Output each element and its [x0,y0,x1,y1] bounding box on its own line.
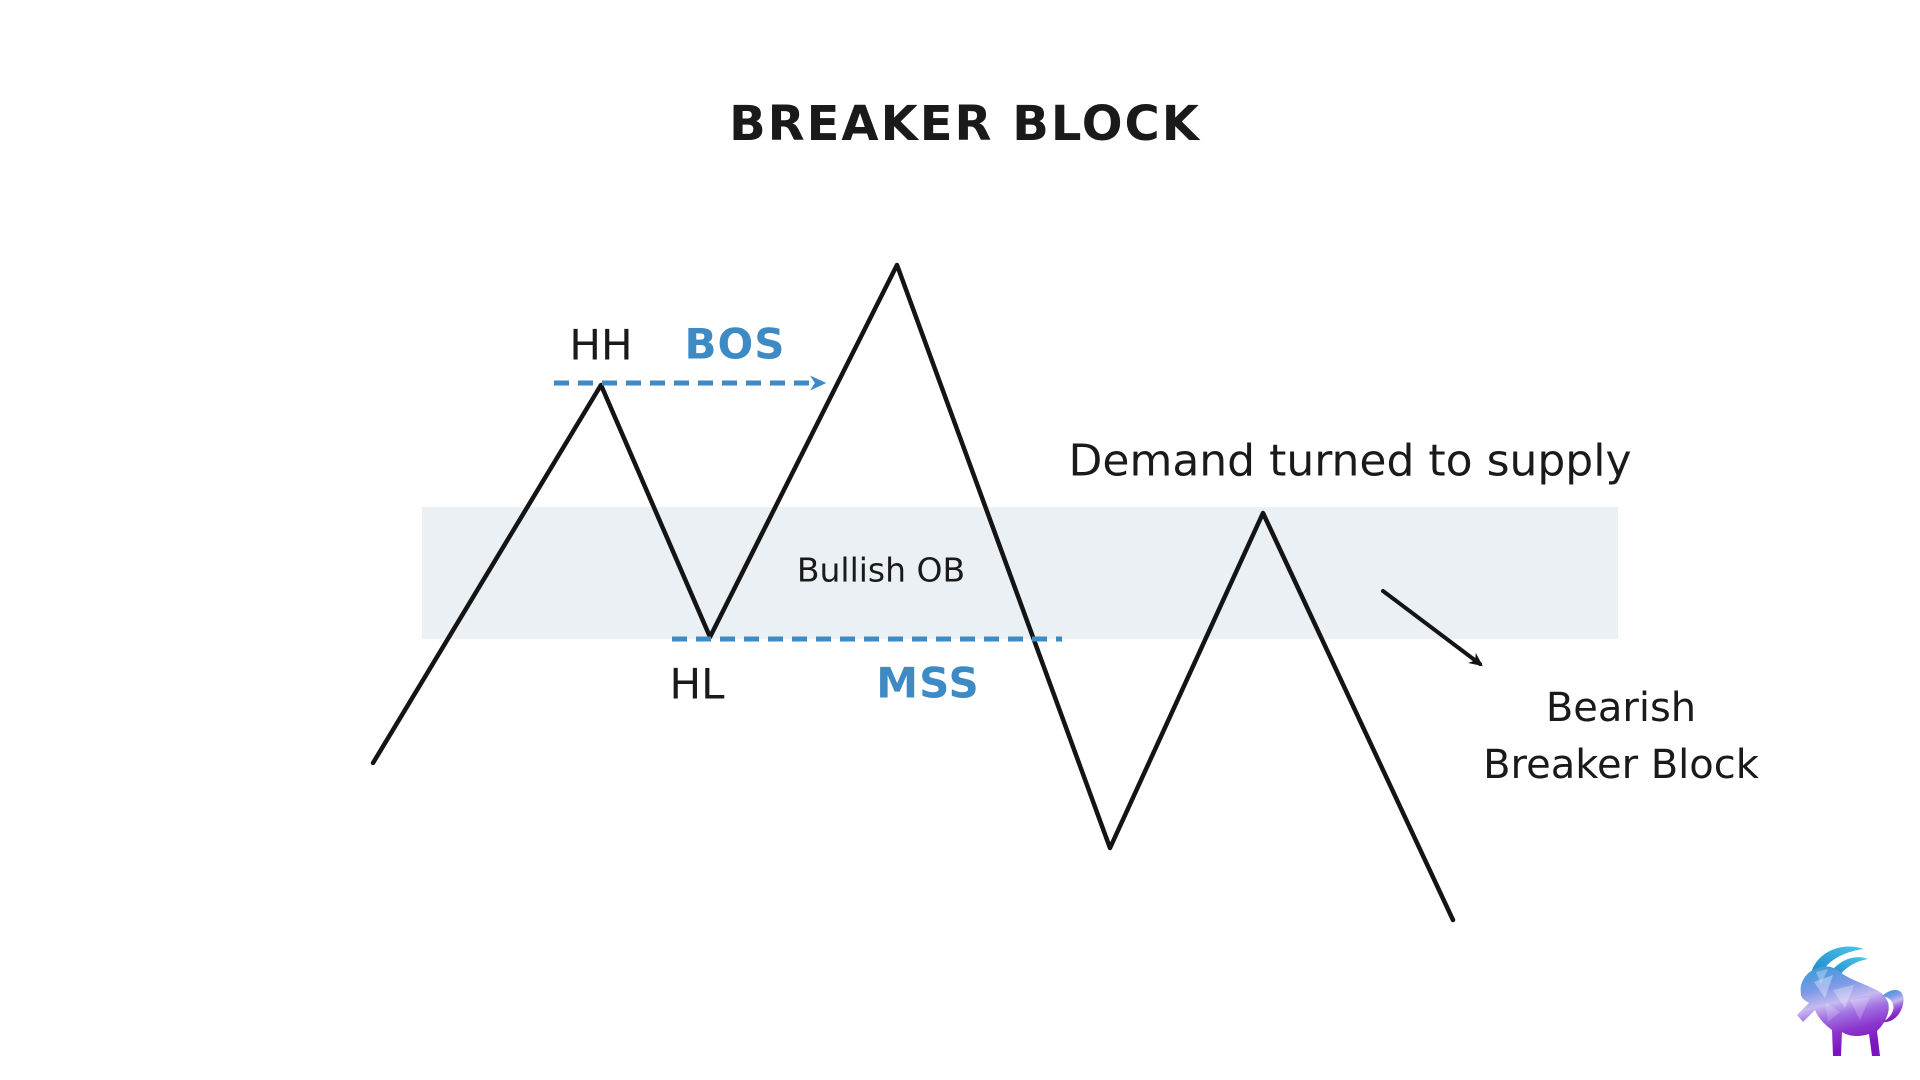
bos-label: BOS [684,319,786,369]
bull-tail [1882,989,1904,1023]
price-path [370,262,1456,923]
hh-label: HH [569,320,633,370]
bullish-ob-label: Bullish OB [796,550,966,590]
breaker-annotation-arrow [1381,589,1483,667]
demand-turned-to-supply-note: Demand turned to supply [1068,435,1632,487]
diagram-title: BREAKER BLOCK [729,96,1201,152]
bull-body [1797,966,1889,1056]
mss-label: MSS [876,658,980,708]
order-block-band [422,507,1618,639]
hl-label: HL [669,659,725,709]
bull-logo [1797,946,1904,1056]
bearish-breaker-block-note: Bearish Breaker Block [1483,685,1759,788]
